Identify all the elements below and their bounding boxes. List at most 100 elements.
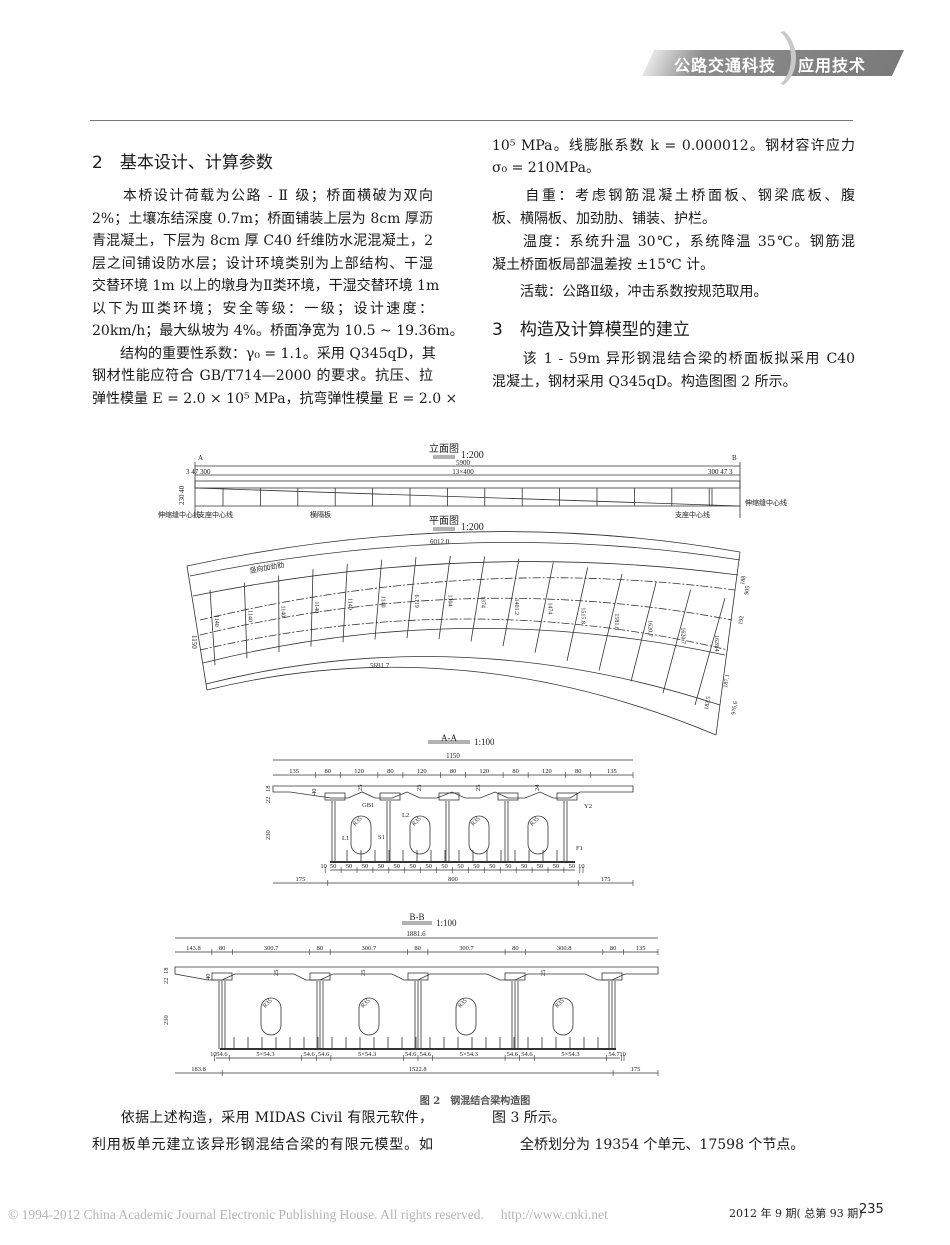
elevation-joint-label-left: 伸缩缝中心线 [158,510,200,519]
hole-radius-label: R35 [470,816,481,827]
dimension-label: 300.8 [557,945,572,952]
dimension-label: 54.6 [507,1051,519,1058]
dimension-label: 135 [636,945,646,952]
dimension-label: 10 [210,1051,217,1058]
plan-stiffener-line [342,563,348,643]
paragraph-line: 该 1 - 59m 异形钢混结合梁的桥面板拟采用 C40 [492,351,855,367]
dimension-label: 5×54.3 [460,1051,478,1058]
plan-stiffener-line [209,589,216,666]
dimension-label: 54.6 [318,1051,330,1058]
dimension-label: 300.7 [361,945,376,952]
hole-radius-label: R35 [352,816,363,827]
logo-title: 公路交通科技 [674,56,777,75]
dimension-label: 183.8 [191,1066,206,1073]
dimension-label: 54.7 [608,1051,620,1058]
paragraph-line: 本桥设计荷载为公路 - Ⅱ 级；桥面横破为双向 [92,188,433,204]
plan-inner-length: 5691.7 [370,662,390,670]
elevation-left-dims: 3 47 300 [186,468,211,476]
dimension-label: 120 [479,768,489,775]
dimension-label: 80 [610,945,617,952]
paragraph-line: 自重：考虑钢筋混凝土桥面板、钢梁底板、腹 [492,188,855,204]
hole-radius-label: R35 [360,998,371,1009]
plan-stiffener-line [310,569,314,647]
section-mark-b: B [732,454,737,462]
access-hole [409,815,431,855]
dimension-label: 50 [505,863,512,870]
dimension-label: 80 [317,945,324,952]
dimension-label: 120 [542,768,552,775]
plan-stiffener-line [243,582,248,659]
elevation-right-dims: 300 47 3 [708,468,733,476]
dimension-label: 10 [320,863,327,870]
plan-station-label: 1401.2 [513,598,519,615]
copyright-footer: © 1994-2012 China Academic Journal Elect… [8,1207,608,1222]
dimension-label: 175 [601,876,611,883]
plan-station-label: 1474 [546,602,552,614]
dimension-label: 135 [607,768,617,775]
section-label: S1 [378,834,385,841]
dimension-label: 50 [378,863,385,870]
paragraph-line: 以下为Ⅲ类环境；安全等级：一级；设计速度： [92,300,433,317]
paragraph-line: 凝土桥面板局部温差按 ±15℃ 计。 [492,257,715,273]
plan-station-label: 6.119 [413,594,419,607]
plan-station-label: 1140 [313,601,319,613]
plan-station-label: 1140 [213,615,219,627]
plan-stiffener-line [534,562,554,653]
plan-right-dim: 976.6 [731,701,739,715]
hole-radius-label: R35 [457,998,468,1009]
shear-connectors [324,792,346,801]
dimension-label: 120 [417,768,427,775]
plan-station-label: 1581.6 [613,613,619,630]
paragraph-line: 活载：公路Ⅱ级，冲击系数按规范取用。 [492,284,768,300]
dimension-label: 50 [346,863,353,870]
hole-radius-label: R35 [554,998,565,1009]
paragraph-line: 混凝土，钢材采用 Q345qD。构造图图 2 所示。 [492,374,797,390]
paragraph-line: 10⁵ MPa。线膨胀系数 k = 0.000012。钢材容许应力 [492,138,855,154]
section-label: L1 [342,835,349,842]
dimension-label: 80 [219,945,226,952]
dimension-label: 50 [409,863,416,870]
access-hole [260,997,282,1036]
plan-stiffener-line [566,567,589,661]
dimension-label: 120 [354,768,364,775]
elevation-bearing-label-right: 支座中心线 [675,510,710,519]
paragraph-line: 温度：系统升温 30℃，系统降温 35℃。钢筋混 [492,234,855,250]
section-bb [174,921,659,1074]
dimension-label: 50 [489,863,496,870]
plan-stiffener-line [630,581,657,682]
paragraph-line: 交替环境 1m 以上的墩身为Ⅱ类环境，干湿交替环境 1m [92,278,440,294]
dimension-label: 50 [521,863,528,870]
dimension-label: 175 [631,1066,641,1073]
header-rule [90,120,853,121]
plan-view [186,527,741,736]
elevation-joint-label-right: 伸缩缝中心线 [745,498,787,507]
section-label: GB1 [362,802,374,809]
dimension-label: 50 [473,863,480,870]
section-2-heading: 2 基本设计、计算参数 [92,153,273,173]
dimension-label: 80 [325,768,332,775]
figure-caption: 图 2 钢混结合梁构造图 [419,1096,531,1107]
section-3-heading: 3 构造及计算模型的建立 [492,320,690,340]
dimension-label: 300.7 [264,945,279,952]
section-bb-title: B-B [409,912,424,922]
section-label: 25 [475,785,482,792]
dimension-label: 80 [387,768,394,775]
dimension-label: 10 [619,1051,626,1058]
issue-info: 2012 年 9 期( 总第 93 期) [729,1207,863,1220]
section-label: 40 [205,974,212,981]
paragraph-line: 钢材性能应符合 GB/T714—2000 的要求。抗压、拉 [92,368,433,384]
dimension-label: 135 [289,768,299,775]
plan-width-left: 1150 [190,635,198,649]
dimension-label: 143.8 [186,945,201,952]
shear-connectors [497,792,519,801]
access-hole [358,997,380,1036]
plan-stiffener-line [502,558,520,647]
plan-right-dim: 192 [738,615,745,625]
plan-station-label: 1620.7 [680,627,686,644]
paragraph-line: 弹性模量 E = 2.0 × 10⁵ MPa，抗弯弹性模量 E = 2.0 × [92,390,458,407]
section-label: 230 [265,830,272,840]
plan-station-label: 1374 [480,596,486,608]
elevation-title: 立面图 [429,442,459,455]
plan-title: 平面图 [429,515,459,527]
